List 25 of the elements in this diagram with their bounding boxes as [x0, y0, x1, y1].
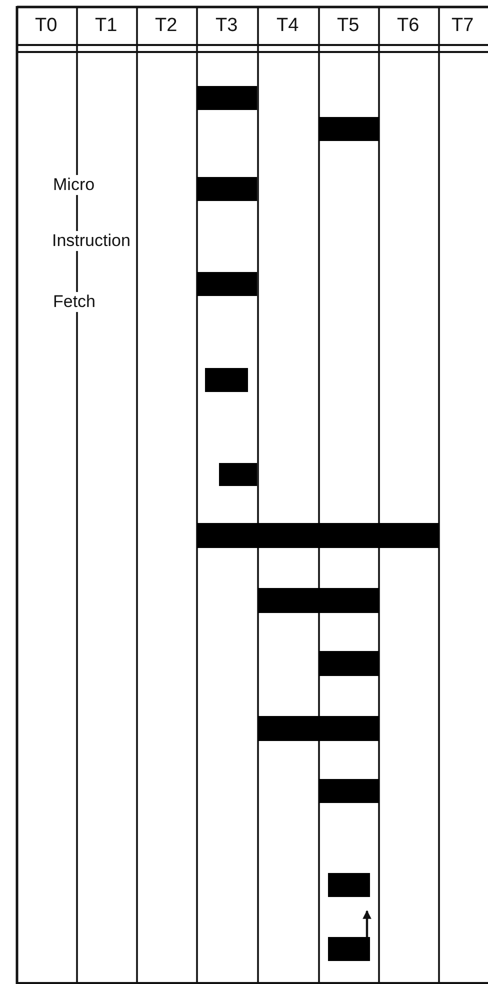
column-header: T4 [276, 15, 299, 37]
timing-bar [319, 117, 379, 141]
timing-bar [197, 86, 257, 110]
row-label: Instruction [51, 231, 132, 251]
timing-bar [197, 272, 257, 296]
timing-bar [328, 937, 370, 961]
column-header: T7 [452, 15, 474, 37]
row-label: Micro [52, 175, 96, 195]
timing-bar [258, 588, 379, 613]
column-header: T6 [397, 15, 420, 37]
column-header: T0 [35, 15, 58, 37]
timing-bar [205, 368, 248, 392]
timing-bar [219, 463, 257, 486]
timing-bar [197, 177, 257, 201]
timing-bar [197, 523, 439, 548]
timing-bar [328, 873, 370, 897]
column-header: T1 [95, 15, 118, 37]
column-header: T2 [155, 15, 178, 37]
timing-bar [319, 651, 379, 676]
arrow [362, 910, 372, 937]
column-header: T5 [337, 15, 360, 37]
column-header: T3 [216, 15, 238, 37]
row-label: Fetch [52, 292, 97, 312]
timing-bar [319, 779, 379, 803]
timing-bar [258, 716, 379, 741]
